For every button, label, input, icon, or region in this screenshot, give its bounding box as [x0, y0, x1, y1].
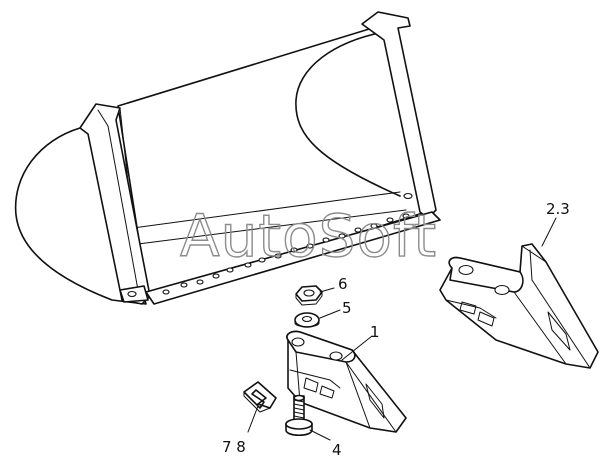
- part-1-tooth: [286, 330, 407, 433]
- part-7-8-clip: [243, 381, 277, 413]
- part-5-washer: [294, 312, 320, 328]
- callout-6: 6: [338, 275, 348, 293]
- part-2-3-tooth: [439, 243, 599, 369]
- callout-5: 5: [342, 299, 352, 317]
- bucket-edge-holes: [127, 192, 413, 298]
- part-6-nut: [295, 285, 323, 306]
- bucket-interior-curve: [295, 29, 401, 197]
- bucket-cutting-edge: [145, 211, 441, 305]
- callout-2-3: 2.3: [546, 200, 570, 218]
- leader-lines: [247, 217, 557, 441]
- callout-1: 1: [370, 323, 380, 341]
- part-4-bolt: [285, 394, 313, 437]
- callout-4: 4: [332, 441, 342, 459]
- callout-7-8: 7 8: [222, 438, 246, 456]
- watermark: AutoSoft: [180, 202, 437, 270]
- bucket: [14, 11, 441, 305]
- bucket-right-side-plate: [361, 11, 437, 219]
